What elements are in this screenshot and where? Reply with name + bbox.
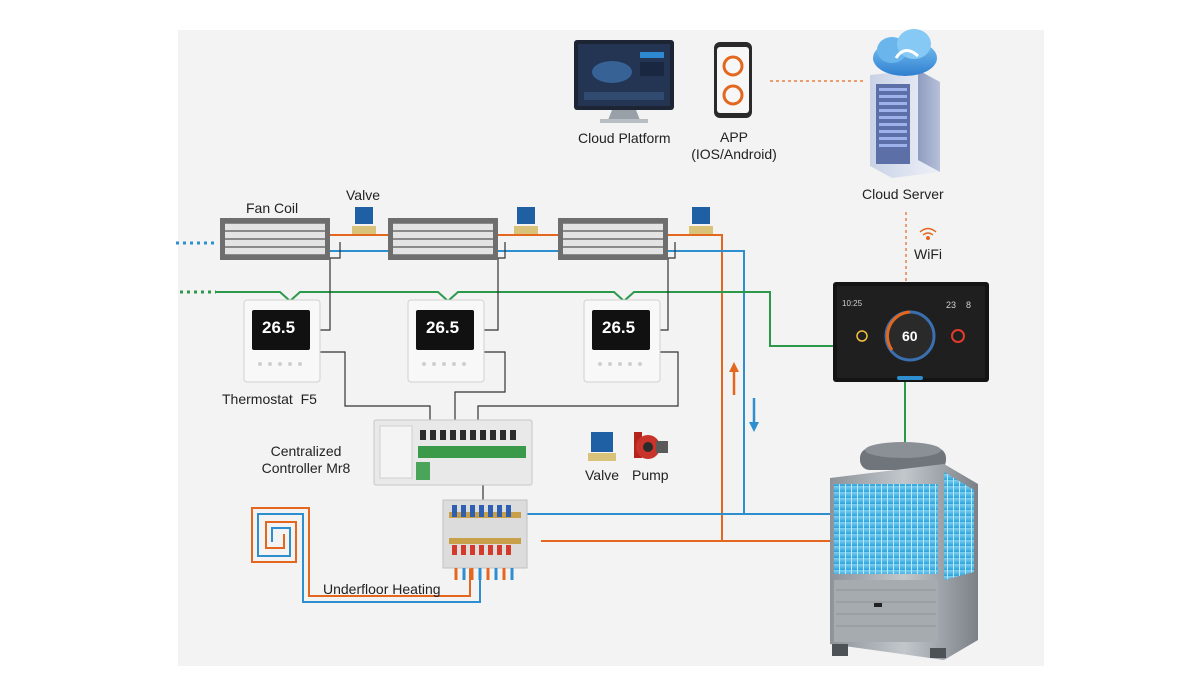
thermostat-1 (243, 299, 321, 383)
app-label-line1: APP (719, 129, 748, 145)
underfloor-loop-blue (257, 513, 481, 603)
cloud-platform-label: Cloud Platform (578, 130, 671, 146)
mobile-phone-icon (714, 42, 752, 118)
fan-coil-unit-2 (388, 218, 498, 260)
thermostat-label: Thermostat F5 (222, 391, 317, 407)
legend-pump-label: Pump (632, 467, 669, 483)
valve-label: Valve (346, 187, 380, 203)
wifi-label: WiFi (914, 246, 942, 262)
control-hub-screen (833, 282, 989, 382)
fan-coil-unit-3 (558, 218, 668, 260)
underfloor-heating-label: Underfloor Heating (323, 581, 441, 597)
hub-setpoint-readout: 60 (902, 328, 918, 344)
hub-time-readout: 10:25 (842, 299, 863, 308)
valve-icon-1 (352, 207, 376, 234)
underfloor-loop-orange (251, 507, 471, 597)
fan-coil-unit-1 (220, 218, 330, 260)
centralized-controller-mr8 (373, 419, 533, 486)
cloud-platform-monitor-icon (574, 40, 674, 123)
valve-icon-2 (514, 207, 538, 234)
fan-coil-label: Fan Coil (246, 200, 299, 216)
underfloor-manifold (442, 499, 528, 580)
legend-valve-label: Valve (585, 467, 619, 483)
thermostat-3 (583, 299, 661, 383)
cloud-server-label: Cloud Server (862, 186, 944, 202)
valve-icon-3 (689, 207, 713, 234)
app-label-line2: (IOS/Android) (691, 146, 777, 162)
wifi-icon (919, 227, 937, 240)
controller-label: Centralized Controller Mr8 (246, 443, 366, 477)
controller-label-line2: Controller Mr8 (261, 460, 351, 476)
controller-label-line1: Centralized (270, 443, 342, 459)
hot-pipe-fancoil-line (330, 234, 723, 541)
thermostat-1-temp-readout: 26.5 (262, 318, 296, 337)
hub-temp-a-readout: 23 (946, 300, 957, 310)
legend-pump-icon (634, 432, 668, 459)
heat-pump-unit (830, 442, 978, 660)
thermostat-3-temp-readout: 26.5 (602, 318, 636, 337)
thermostat-2 (407, 299, 485, 383)
app-label: APP (IOS/Android) (684, 129, 784, 163)
hub-temp-b-readout: 8 (966, 300, 972, 310)
cloud-server-icon (870, 29, 940, 178)
legend-valve-icon (588, 432, 616, 461)
thermostat-2-temp-readout: 26.5 (426, 318, 460, 337)
